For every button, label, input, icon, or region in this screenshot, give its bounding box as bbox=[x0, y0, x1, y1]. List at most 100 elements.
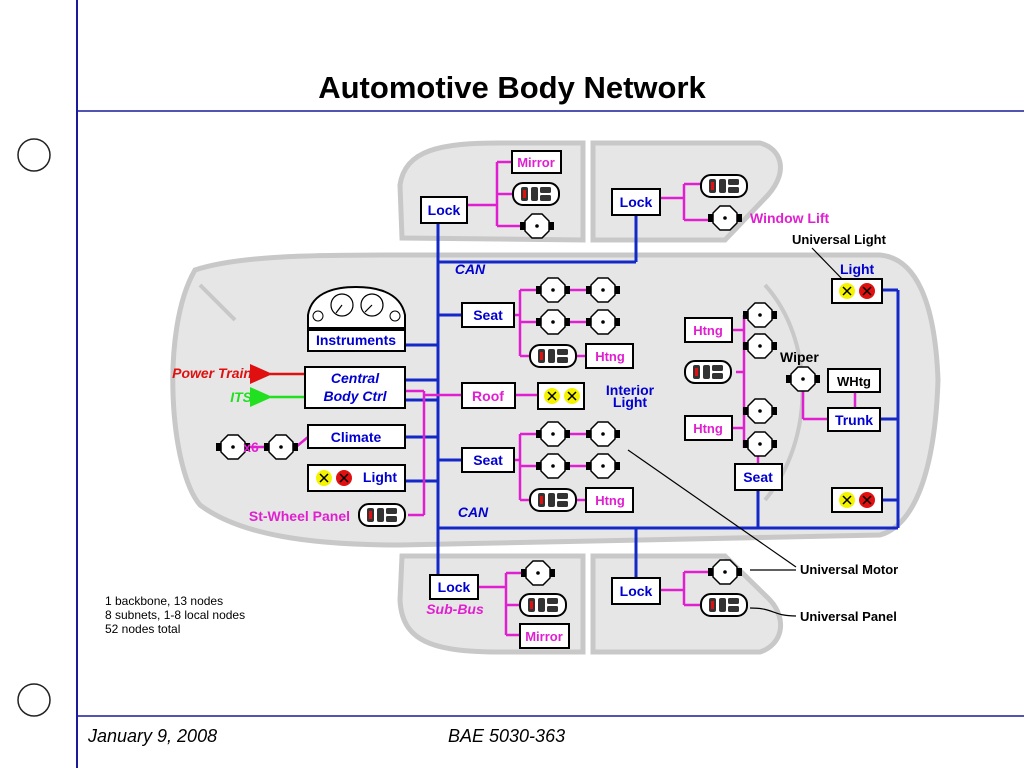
svg-text:Seat: Seat bbox=[473, 452, 503, 468]
universal-motor-icon bbox=[586, 309, 620, 335]
universal-motor-icon bbox=[216, 434, 250, 460]
universal-motor-icon bbox=[536, 453, 570, 479]
label-window-lift: Window Lift bbox=[750, 210, 830, 226]
label-universal-panel: Universal Panel bbox=[800, 609, 897, 624]
svg-text:Lock: Lock bbox=[620, 583, 653, 599]
universal-motor-icon bbox=[536, 421, 570, 447]
node-trunk: Trunk bbox=[827, 407, 881, 432]
label-x6: x6 bbox=[243, 439, 259, 455]
svg-text:Htng: Htng bbox=[595, 493, 625, 508]
node-central-body-ctrl: Central Body Ctrl bbox=[304, 366, 406, 409]
universal-panel-icon bbox=[358, 503, 406, 527]
node-lock-front-left: Lock bbox=[420, 196, 468, 224]
local-mirror-front: Mirror bbox=[511, 150, 562, 174]
callout-lines bbox=[627, 247, 847, 617]
local-htng-right-lower: Htng bbox=[684, 415, 733, 441]
svg-text:Lock: Lock bbox=[438, 579, 471, 595]
label-universal-motor: Universal Motor bbox=[800, 562, 898, 577]
node-climate: Climate bbox=[307, 424, 406, 449]
node-seat-rear: Seat bbox=[461, 447, 515, 473]
label-interior-light-1: Interior bbox=[606, 382, 655, 398]
label-st-wheel-panel: St-Wheel Panel bbox=[249, 508, 350, 524]
label-power-train: Power Train bbox=[172, 365, 252, 381]
local-mirror-rear: Mirror bbox=[519, 623, 570, 649]
slide-title: Automotive Body Network bbox=[318, 70, 706, 105]
bus-label-can-top: CAN bbox=[455, 261, 486, 277]
node-lock-rear-right: Lock bbox=[611, 577, 661, 605]
note-line-3: 52 nodes total bbox=[105, 622, 180, 636]
universal-panel-icon bbox=[519, 593, 567, 617]
svg-text:Trunk: Trunk bbox=[835, 412, 873, 428]
svg-text:Lock: Lock bbox=[620, 194, 653, 210]
svg-text:Htng: Htng bbox=[595, 349, 625, 364]
universal-panel-icon bbox=[700, 174, 748, 198]
universal-panel-icon bbox=[700, 593, 748, 617]
svg-text:Instruments: Instruments bbox=[316, 332, 396, 348]
universal-motor-icon bbox=[586, 421, 620, 447]
node-light-right bbox=[831, 278, 883, 304]
binder-hole-bottom bbox=[17, 683, 51, 717]
roof-interior-lamps bbox=[537, 382, 585, 410]
local-htng-rear-seat: Htng bbox=[585, 487, 634, 513]
can-backbone bbox=[405, 214, 900, 580]
universal-motors bbox=[216, 205, 820, 586]
label-its: ITS bbox=[230, 389, 252, 405]
node-roof: Roof bbox=[461, 382, 516, 409]
label-universal-light: Universal Light bbox=[792, 232, 887, 247]
universal-motor-icon bbox=[708, 205, 742, 231]
svg-text:Mirror: Mirror bbox=[525, 629, 563, 644]
footer-code: BAE 5030-363 bbox=[448, 726, 565, 746]
node-light-left: Light bbox=[307, 464, 406, 492]
universal-motor-icon bbox=[743, 333, 777, 359]
node-lock-rear-left: Lock bbox=[429, 574, 479, 600]
universal-motor-icon bbox=[536, 309, 570, 335]
universal-motor-icon bbox=[786, 366, 820, 392]
universal-panel-icon bbox=[512, 182, 560, 206]
svg-text:Central: Central bbox=[331, 370, 380, 386]
universal-motor-icon bbox=[586, 277, 620, 303]
note-line-2: 8 subnets, 1-8 local nodes bbox=[105, 608, 245, 622]
universal-motor-icon bbox=[536, 277, 570, 303]
binder-hole-top bbox=[17, 138, 51, 172]
node-rear-light-unit bbox=[831, 487, 883, 513]
svg-text:Seat: Seat bbox=[743, 469, 773, 485]
svg-text:Mirror: Mirror bbox=[517, 155, 555, 170]
footer-date: January 9, 2008 bbox=[87, 726, 217, 746]
local-htng-right-upper: Htng bbox=[684, 317, 733, 343]
svg-text:Lock: Lock bbox=[428, 202, 461, 218]
bus-label-can-bottom: CAN bbox=[458, 504, 489, 520]
universal-motor-icon bbox=[743, 431, 777, 457]
label-light-right: Light bbox=[840, 261, 875, 277]
local-whtg: WHtg bbox=[827, 368, 881, 393]
gateway-arrows bbox=[250, 364, 305, 407]
svg-text:Light: Light bbox=[363, 469, 398, 485]
universal-panel-icon bbox=[529, 344, 577, 368]
slide-frame bbox=[17, 0, 1024, 768]
label-interior-light-2: Light bbox=[613, 394, 648, 410]
node-seat-right: Seat bbox=[734, 463, 783, 491]
local-htng-front-seat: Htng bbox=[585, 343, 634, 369]
node-instruments: Instruments bbox=[307, 285, 406, 352]
svg-text:Climate: Climate bbox=[331, 429, 382, 445]
note-line-1: 1 backbone, 13 nodes bbox=[105, 594, 223, 608]
svg-text:WHtg: WHtg bbox=[837, 374, 871, 389]
universal-panel-icon bbox=[684, 360, 732, 384]
bus-label-sub-bus: Sub-Bus bbox=[426, 601, 484, 617]
universal-motor-icon bbox=[520, 213, 554, 239]
svg-text:Htng: Htng bbox=[693, 421, 723, 436]
universal-panel-icon bbox=[529, 488, 577, 512]
universal-motor-icon bbox=[586, 453, 620, 479]
svg-text:Roof: Roof bbox=[472, 388, 504, 404]
node-lock-front-right: Lock bbox=[611, 188, 661, 216]
universal-motor-icon bbox=[521, 560, 555, 586]
svg-text:Htng: Htng bbox=[693, 323, 723, 338]
svg-text:Seat: Seat bbox=[473, 307, 503, 323]
universal-motor-icon bbox=[264, 434, 298, 460]
svg-text:Body Ctrl: Body Ctrl bbox=[324, 388, 388, 404]
backbone-nodes: Lock Lock Lock Lock Instruments Cent bbox=[304, 188, 883, 605]
node-seat-front: Seat bbox=[461, 302, 515, 328]
local-nodes: Mirror Mirror Htng Htng Htng Htng WHtg bbox=[511, 150, 881, 649]
universal-motor-icon bbox=[708, 559, 742, 585]
universal-motor-icon bbox=[743, 302, 777, 328]
universal-panels bbox=[358, 174, 748, 617]
